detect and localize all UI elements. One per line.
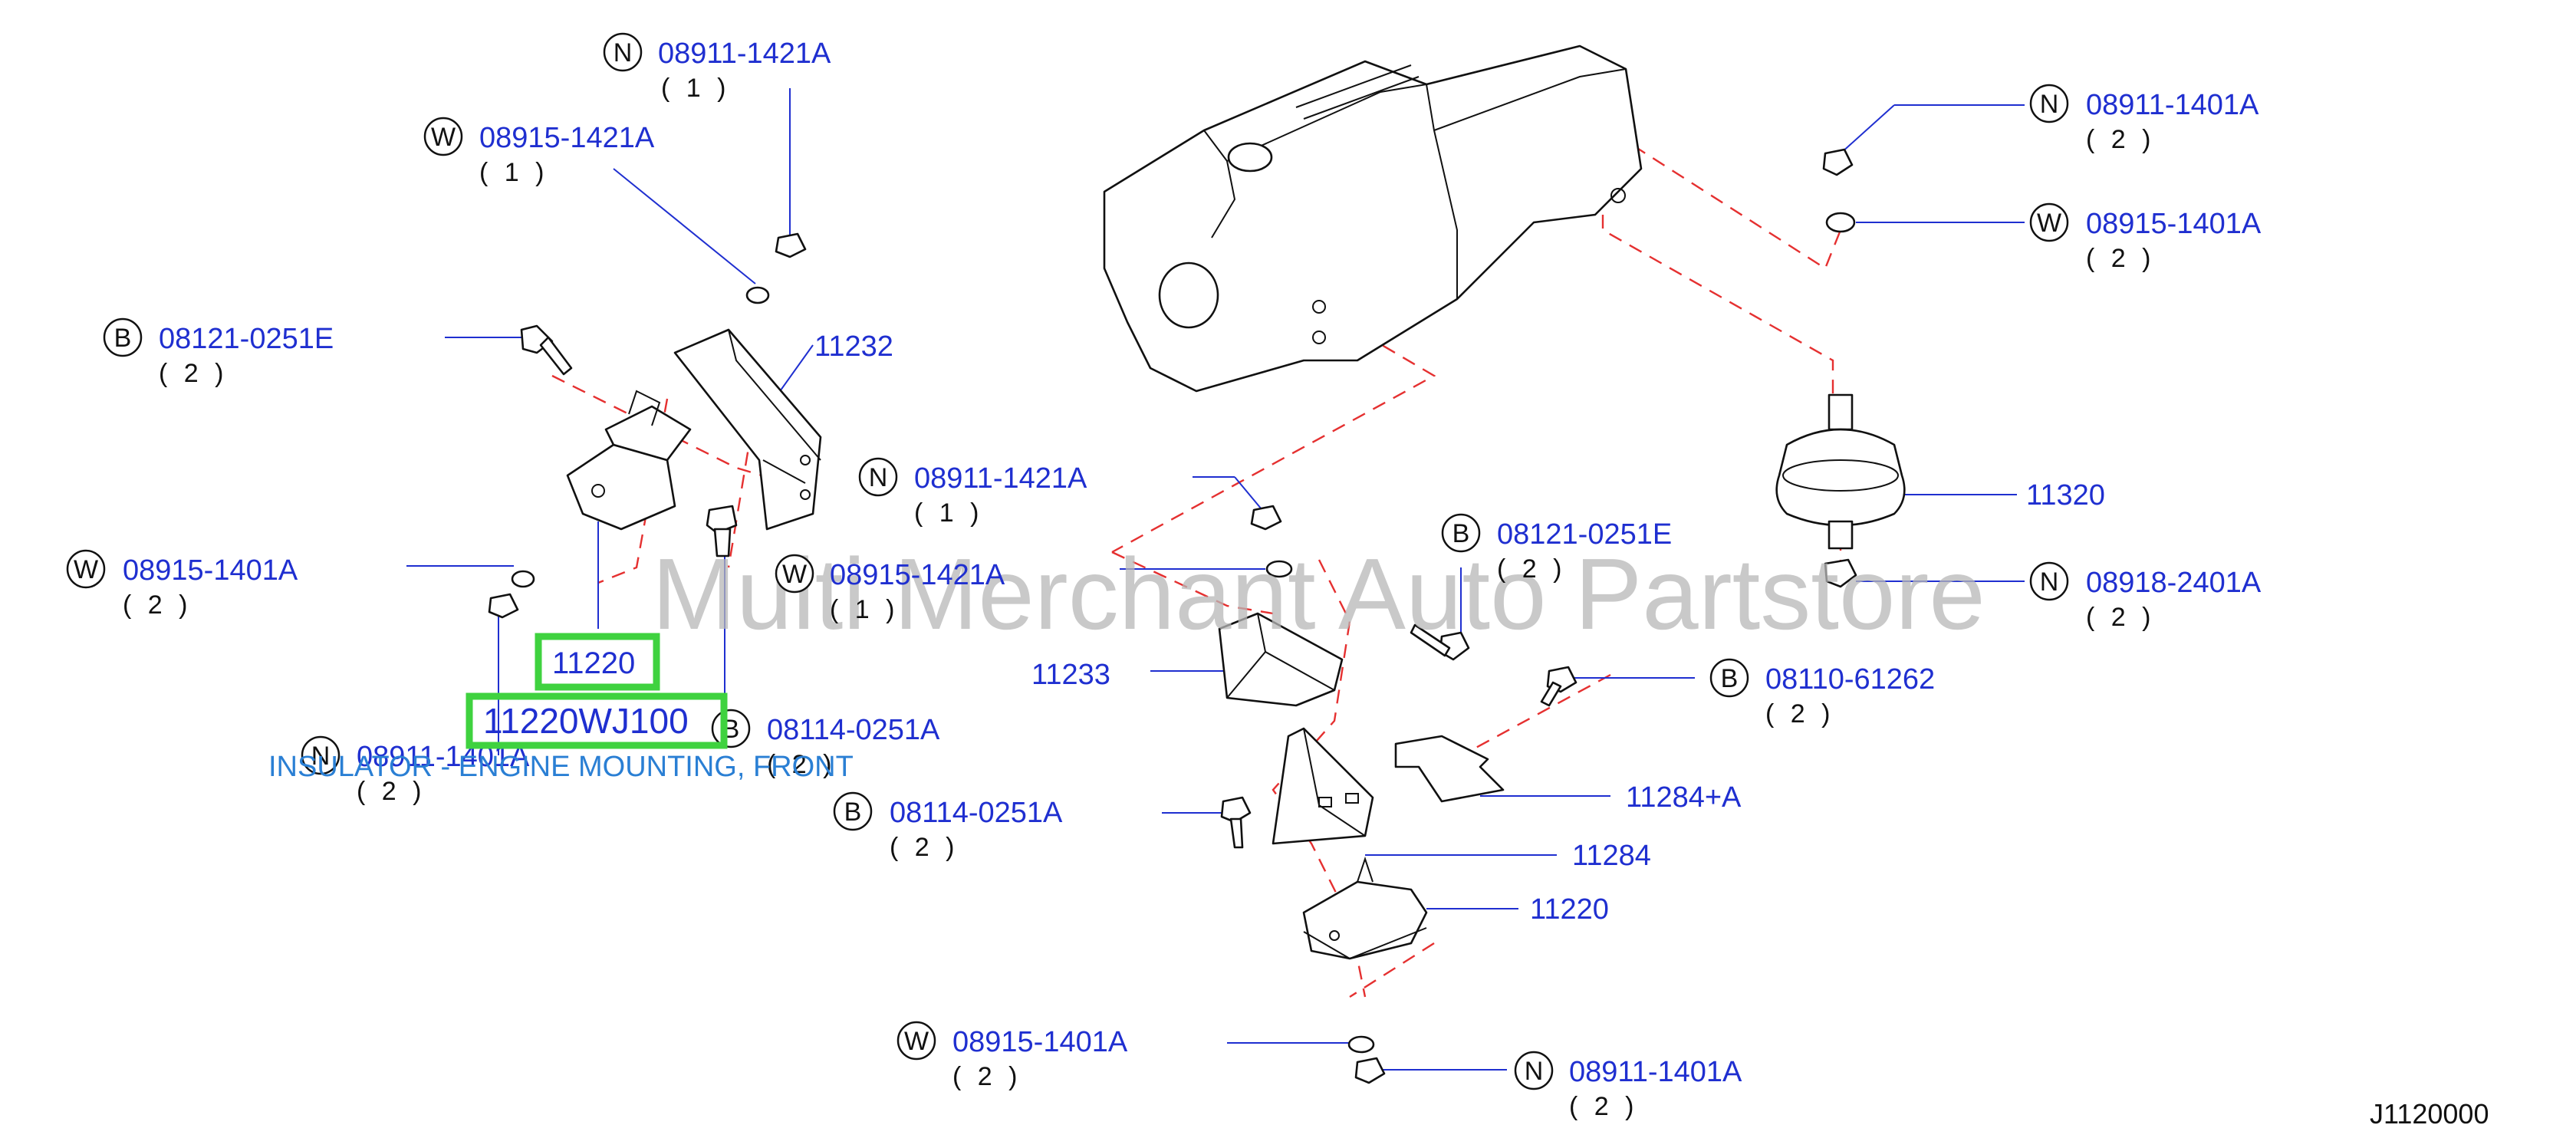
fasteners-left bbox=[488, 232, 807, 619]
callout-labels: N 08911-1421A ( 1 ) W 08915-1421A ( 1 ) … bbox=[66, 32, 2262, 1121]
bracket-11233 bbox=[1218, 612, 1344, 707]
diagram-reference-id: J1120000 bbox=[2370, 1098, 2489, 1130]
quantity: ( 2 ) bbox=[1765, 699, 1834, 729]
part-number: 08911-1421A bbox=[914, 462, 1087, 495]
callout-c8[interactable]: N 08911-1421A ( 1 ) bbox=[858, 457, 1087, 528]
quantity: ( 2 ) bbox=[2086, 244, 2155, 273]
callout-c13[interactable]: N 08911-1401A ( 2 ) bbox=[2029, 84, 2259, 154]
highlighted-part-number[interactable]: 11220 bbox=[552, 646, 635, 680]
badge-letter: B bbox=[1452, 519, 1470, 548]
part-number: 11220 bbox=[1530, 893, 1609, 926]
part-number: 11284 bbox=[1572, 840, 1651, 872]
callout-c4[interactable]: 11232 bbox=[814, 331, 893, 363]
mount-11320 bbox=[1775, 148, 1906, 588]
bracket-11232 bbox=[673, 328, 822, 531]
badge-letter: W bbox=[74, 555, 98, 584]
badge-letter: N bbox=[869, 463, 888, 492]
badge-letter: N bbox=[1525, 1057, 1544, 1086]
badge-letter: W bbox=[431, 123, 456, 152]
insulator-center bbox=[1302, 856, 1428, 960]
callout-c18[interactable]: 11284+A bbox=[1626, 781, 1742, 814]
insulator-left bbox=[566, 390, 692, 531]
part-number: 08915-1401A bbox=[2086, 208, 2262, 240]
quantity: ( 2 ) bbox=[159, 359, 228, 388]
leader-lines bbox=[406, 88, 2025, 1071]
quantity: ( 1 ) bbox=[661, 74, 730, 103]
callout-c12[interactable]: B 08121-0251E ( 2 ) bbox=[1441, 513, 1672, 584]
badge-letter: B bbox=[114, 324, 132, 353]
quantity: ( 2 ) bbox=[123, 590, 192, 620]
highlight-box-short bbox=[535, 633, 660, 691]
badge-letter: B bbox=[1721, 664, 1739, 693]
engine-block bbox=[1103, 44, 1643, 393]
part-number: 08911-1401A bbox=[1569, 1056, 1742, 1088]
quantity: ( 1 ) bbox=[479, 158, 548, 187]
quantity: ( 2 ) bbox=[952, 1062, 1022, 1091]
badge-letter: N bbox=[311, 742, 331, 771]
quantity: ( 2 ) bbox=[2086, 603, 2155, 632]
callout-c20[interactable]: 11220 bbox=[1530, 893, 1609, 926]
callout-c10[interactable]: 11233 bbox=[1031, 659, 1110, 691]
quantity: ( 1 ) bbox=[830, 595, 899, 624]
callout-c17[interactable]: B 08110-61262 ( 2 ) bbox=[1709, 658, 1935, 729]
bracket-11284 bbox=[1272, 727, 1374, 845]
quantity: ( 1 ) bbox=[914, 498, 983, 528]
part-description: INSULATOR - ENGINE MOUNTING, FRONT bbox=[268, 751, 854, 783]
part-number: 08915-1401A bbox=[123, 554, 298, 587]
part-number: 11232 bbox=[814, 331, 893, 363]
badge-letter: N bbox=[2040, 90, 2059, 119]
callout-c3[interactable]: B 08121-0251E ( 2 ) bbox=[103, 317, 334, 388]
part-number: 08915-1421A bbox=[479, 122, 655, 154]
part-number: 11233 bbox=[1031, 659, 1110, 691]
highlighted-part[interactable]: 11220 11220WJ100 INSULATOR - ENGINE MOUN… bbox=[268, 633, 854, 783]
part-number: 08911-1401A bbox=[2086, 89, 2259, 121]
callout-c6[interactable]: B 08114-0251A ( 2 ) bbox=[711, 709, 940, 779]
callout-c22[interactable]: N 08911-1401A ( 2 ) bbox=[1514, 1051, 1742, 1121]
highlighted-full-part-number[interactable]: 11220WJ100 bbox=[483, 701, 689, 741]
part-number: 08915-1401A bbox=[952, 1026, 1128, 1058]
part-number: 08114-0251A bbox=[767, 714, 940, 746]
callout-c11[interactable]: B 08114-0251A ( 2 ) bbox=[833, 791, 1063, 862]
callout-c2[interactable]: W 08915-1421A ( 1 ) bbox=[423, 117, 655, 187]
quantity: ( 2 ) bbox=[1569, 1092, 1638, 1121]
badge-letter: N bbox=[2040, 567, 2059, 597]
quantity: ( 2 ) bbox=[357, 777, 426, 806]
part-number: 11284+A bbox=[1626, 781, 1742, 814]
fasteners-center bbox=[1220, 505, 1578, 1084]
part-number: 08918-2401A bbox=[2086, 567, 2262, 599]
part-number: 08114-0251A bbox=[890, 797, 1063, 829]
part-number: 08121-0251E bbox=[159, 323, 334, 355]
quantity: ( 2 ) bbox=[2086, 125, 2155, 154]
highlight-box-full bbox=[466, 692, 728, 749]
quantity: ( 2 ) bbox=[767, 750, 836, 779]
quantity: ( 2 ) bbox=[1497, 554, 1566, 584]
watermark: Multi Merchant Auto Partstore bbox=[652, 538, 1985, 650]
callout-c16[interactable]: N 08918-2401A ( 2 ) bbox=[2029, 561, 2262, 632]
part-number: 11320 bbox=[2026, 479, 2105, 511]
part-number: 08121-0251E bbox=[1497, 518, 1672, 551]
callout-c1[interactable]: N 08911-1421A ( 1 ) bbox=[603, 32, 831, 103]
part-number: 08915-1421A bbox=[830, 559, 1005, 591]
badge-letter: W bbox=[782, 560, 807, 589]
callout-c19[interactable]: 11284 bbox=[1572, 840, 1651, 872]
badge-letter: W bbox=[2037, 209, 2061, 238]
quantity: ( 2 ) bbox=[890, 833, 959, 862]
part-number: 08110-61262 bbox=[1765, 663, 1935, 696]
badge-letter: N bbox=[614, 38, 633, 67]
part-number: 08911-1421A bbox=[658, 38, 831, 70]
badge-letter: W bbox=[904, 1027, 929, 1056]
callout-c21[interactable]: W 08915-1401A ( 2 ) bbox=[897, 1021, 1128, 1091]
plate-11284a bbox=[1394, 735, 1505, 803]
callout-c5[interactable]: W 08915-1401A ( 2 ) bbox=[66, 549, 298, 620]
callout-c14[interactable]: W 08915-1401A ( 2 ) bbox=[2029, 202, 2262, 273]
callout-c15[interactable]: 11320 bbox=[2026, 479, 2105, 511]
badge-letter: B bbox=[844, 798, 862, 827]
callout-c9[interactable]: W 08915-1421A ( 1 ) bbox=[775, 554, 1005, 624]
